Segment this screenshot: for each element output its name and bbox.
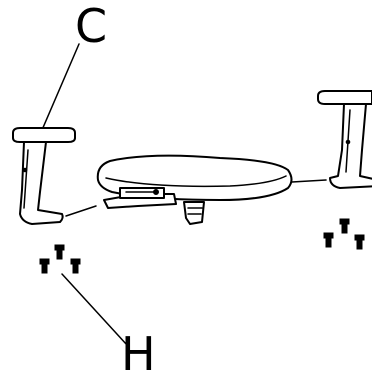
screws-left <box>39 244 81 274</box>
leader-line-h <box>61 273 128 346</box>
screw-right-3 <box>354 234 365 250</box>
seat <box>65 154 327 225</box>
screw-left-1 <box>39 258 50 274</box>
screw-right-2 <box>323 232 334 248</box>
leader-line-c <box>41 43 80 131</box>
armrest-right <box>317 90 372 189</box>
screws-right <box>323 218 365 250</box>
armrest-left <box>12 127 76 225</box>
callout-label-h: H <box>121 327 156 373</box>
screw-left-2 <box>54 244 65 260</box>
screw-left-3 <box>70 258 81 274</box>
callout-label-c: C <box>75 0 107 53</box>
screw-right-1 <box>339 218 350 234</box>
